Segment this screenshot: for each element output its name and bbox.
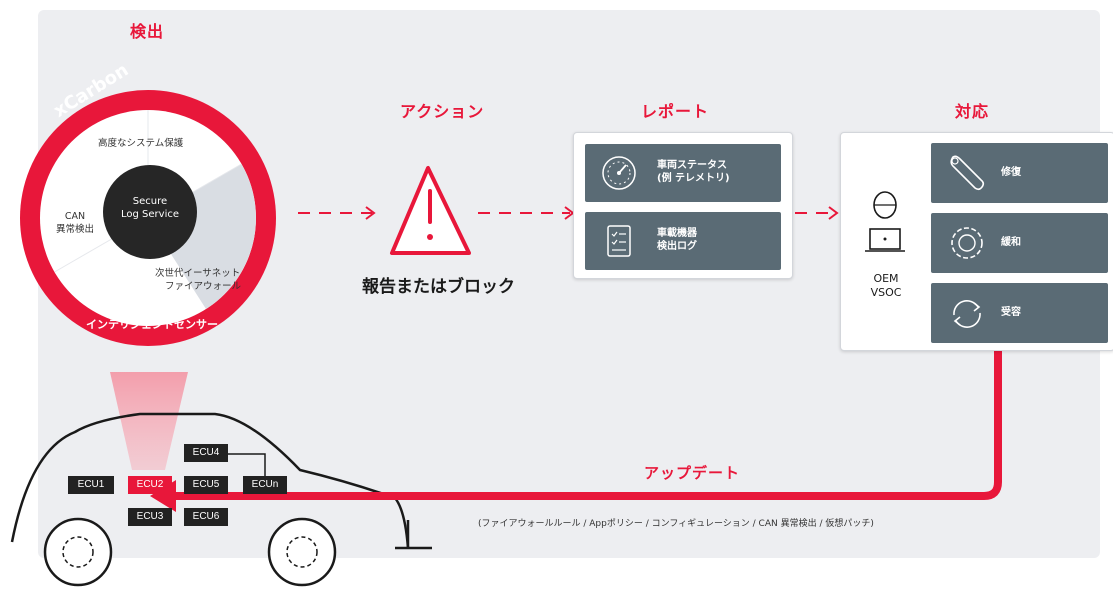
report-item2-line2: 検出ログ [657,241,697,252]
update-contents-note: (ファイアウォールルール / Appポリシー / コンフィギュレーション / C… [478,519,874,529]
segment-label-firewall-line1: 次世代イーサネット [155,268,241,279]
checklist-icon [607,225,631,257]
ecu6-box: ECU6 [184,508,228,526]
ecu-bus-line [228,453,266,476]
oem-label-line2: VSOC [870,286,902,299]
gauge-icon [602,156,636,190]
arrow-action-to-report [478,206,575,220]
wrench-icon [950,155,985,191]
core-label: Secure Log Service [110,195,190,221]
oem-vsoc-label: OEM VSOC [861,272,911,300]
sensor-beam [110,372,188,470]
ring-bottom-label: インテリジェントセンサー [86,318,218,331]
repair-label: 修復 [1001,167,1021,178]
analyst-icon [865,191,905,252]
respond-card: OEM VSOC 修復 緩和 受容 [840,132,1113,351]
accept-label: 受容 [1001,307,1021,318]
ecu2-box: ECU2 [128,476,172,494]
core-label-line2: Log Service [121,209,179,220]
respond-item-repair: 修復 [931,143,1108,203]
arrow-report-to-respond [795,206,839,220]
oem-label-line1: OEM [873,272,899,285]
refresh-icon [953,300,981,328]
segment-label-firewall-line2: ファイアウォール [165,281,242,292]
segment-label-protection: 高度なシステム保護 [98,138,184,149]
report-item-vehicle-status: 車両ステータス (例 テレメトリ) [585,144,781,202]
heading-report: レポート [641,102,710,121]
report-item2-line1: 車載機器 [657,228,697,239]
segment-label-can-line2: 異常検出 [55,224,94,235]
front-wheel [43,517,113,587]
ecu4-box: ECU4 [184,444,228,462]
ecun-box: ECUn [243,476,287,494]
intelligent-sensor-ring [20,90,276,346]
gear-icon [951,227,983,259]
arrow-sensor-to-action [298,206,376,220]
warning-icon [390,166,471,255]
report-item-detection-log: 車載機器 検出ログ [585,212,781,270]
segment-label-can-line1: CAN [64,211,86,222]
rear-wheel [267,517,337,587]
segment-label-can: CAN 異常検出 [50,210,100,236]
segment-firewall [148,164,256,309]
mitigate-label: 緩和 [1001,237,1021,248]
segment-label-firewall: 次世代イーサネット ファイアウォール [155,267,241,293]
ecu1-box: ECU1 [68,476,114,494]
report-item1-line2: (例 テレメトリ) [657,173,730,184]
secure-log-service-core [103,165,197,259]
heading-action: アクション [400,102,485,121]
core-label-line1: Secure [132,196,168,207]
respond-item-accept: 受容 [931,283,1108,343]
ecu5-box: ECU5 [184,476,228,494]
heading-detect: 検出 [130,22,165,41]
heading-update: アップデート [644,464,741,482]
ecu3-box: ECU3 [128,508,172,526]
report-item1-line1: 車両ステータス [657,160,727,171]
action-caption: 報告またはブロック [362,277,515,297]
heading-respond: 対応 [955,102,990,121]
respond-item-mitigate: 緩和 [931,213,1108,273]
report-card: 車両ステータス (例 テレメトリ) 車載機器 検出ログ [573,132,793,279]
